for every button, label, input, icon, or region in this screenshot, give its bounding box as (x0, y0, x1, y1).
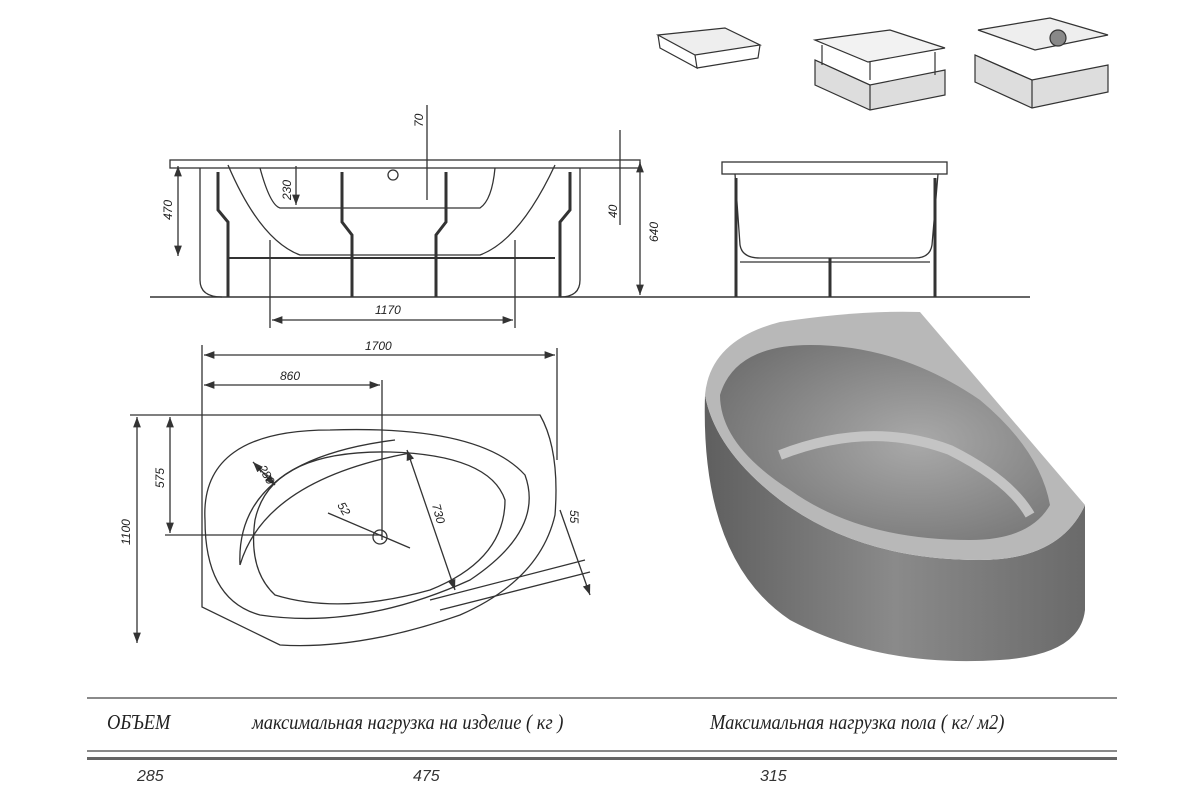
dim-1700: 1700 (365, 339, 392, 353)
value-volume: 285 (137, 768, 164, 785)
dim-52: 52 (334, 500, 353, 519)
header-max-load-product: максимальная нагрузка на изделие ( кг ) (252, 710, 564, 734)
thumbnail-bath-frame (812, 29, 946, 111)
dim-230: 230 (280, 180, 294, 201)
table-header-rule (87, 750, 1117, 752)
side-view (150, 105, 1030, 328)
dim-470: 470 (161, 200, 175, 220)
dim-1170: 1170 (375, 303, 401, 317)
value-max-floor-load: 315 (760, 768, 787, 785)
thumbnail-bath-panel (974, 17, 1109, 109)
dim-40: 40 (606, 204, 620, 218)
dim-1100: 1100 (119, 519, 133, 545)
dim-70: 70 (412, 113, 426, 127)
dim-860: 860 (280, 369, 300, 383)
dim-730: 730 (429, 502, 448, 525)
value-max-load-product: 475 (413, 768, 440, 785)
dim-575: 575 (153, 468, 167, 488)
bath-render (704, 311, 1085, 662)
top-view (130, 345, 591, 647)
dim-640: 640 (647, 222, 661, 242)
end-view (721, 161, 948, 297)
header-volume: ОБЪЕМ (107, 710, 171, 734)
table-header-rule-2 (87, 757, 1117, 760)
dim-55: 55 (567, 510, 581, 524)
table-top-rule (87, 697, 1117, 699)
thumbnail-bath-only (656, 27, 762, 70)
header-max-floor-load: Максимальная нагрузка пола ( кг/ м2) (710, 710, 1005, 734)
